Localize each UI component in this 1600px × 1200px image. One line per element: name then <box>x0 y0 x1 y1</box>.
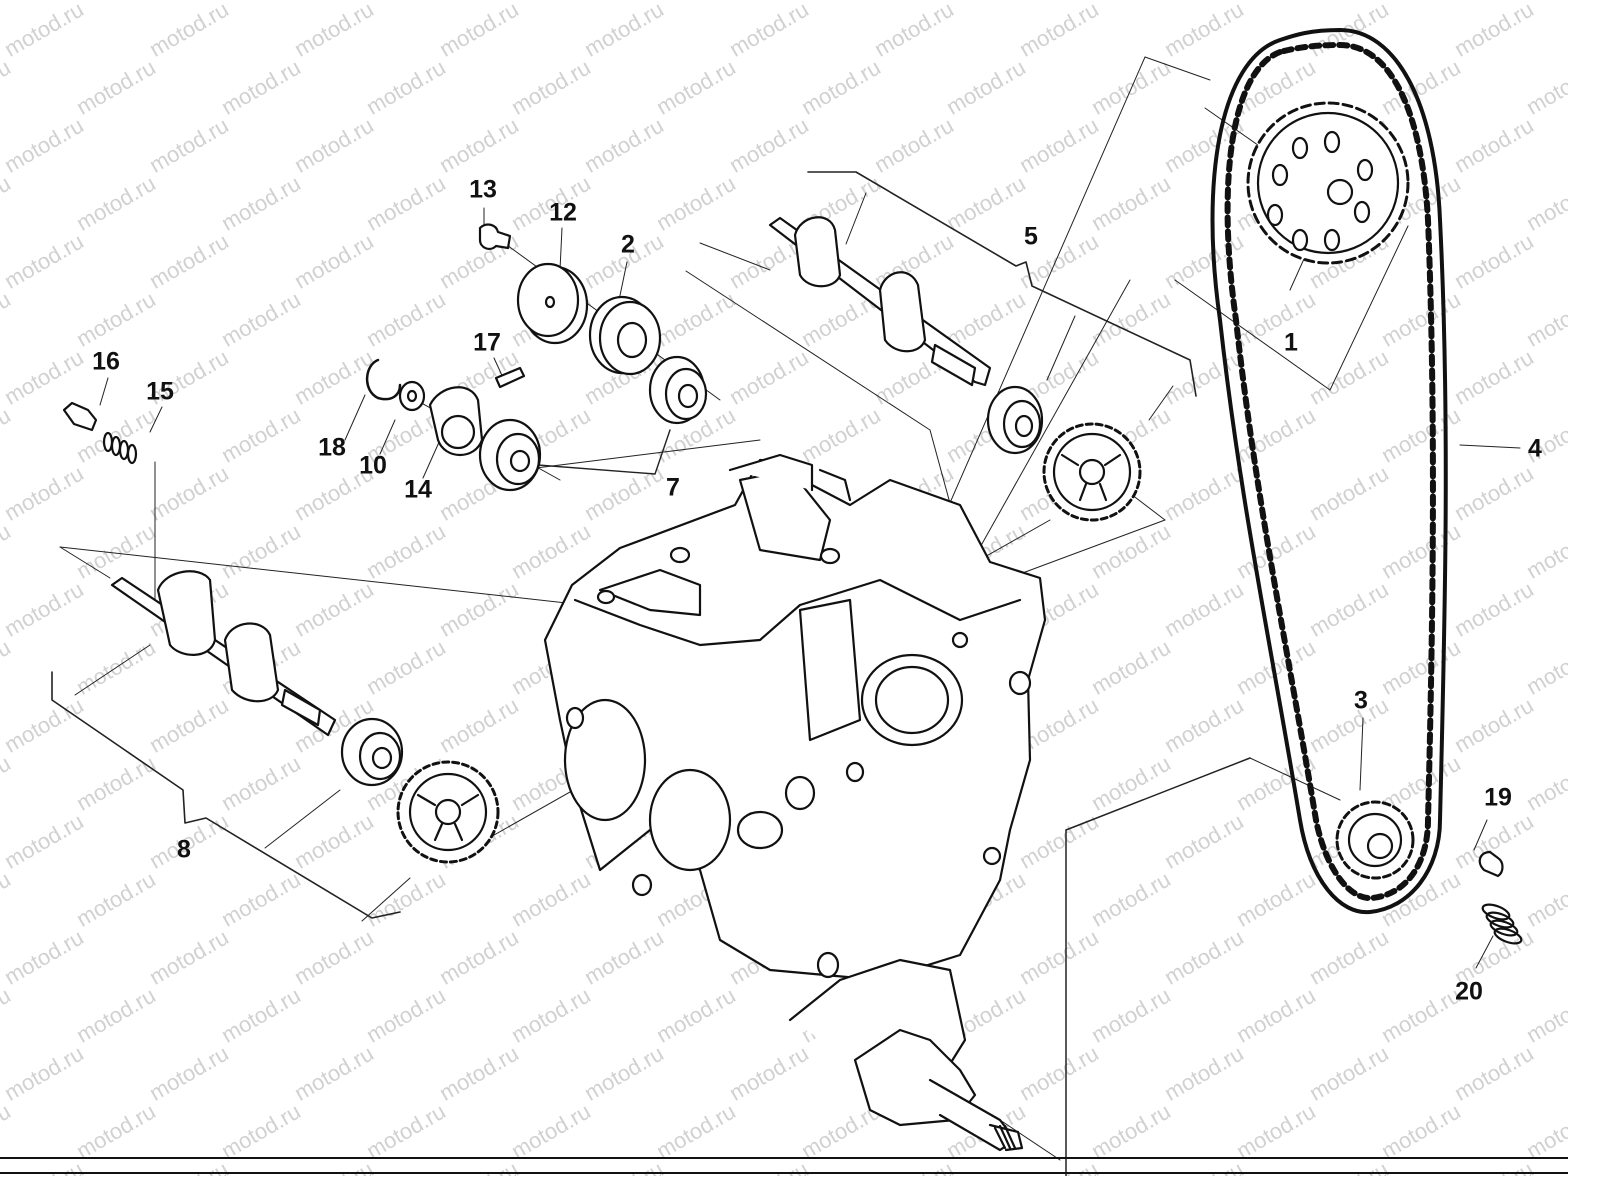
callout-13: 13 <box>469 175 497 204</box>
callout-8: 8 <box>177 835 191 864</box>
crankshaft-end <box>788 958 1024 1152</box>
intake-cam-sprocket <box>1042 422 1142 522</box>
callout-18: 18 <box>318 433 346 462</box>
callout-20: 20 <box>1455 977 1483 1006</box>
cylinder-head <box>543 453 1047 982</box>
bottom-rule-top <box>0 1157 1568 1159</box>
callout-10: 10 <box>359 451 387 480</box>
callout-1: 1 <box>1284 328 1298 357</box>
tensioner-spring <box>1481 903 1523 945</box>
timing-chain <box>1210 28 1448 915</box>
exhaust-cam-sprocket <box>396 760 500 864</box>
callout-2: 2 <box>621 230 635 259</box>
intake-camshaft <box>768 216 1044 455</box>
small-parts <box>62 223 708 492</box>
callout-16: 16 <box>92 347 120 376</box>
diagram-artwork <box>51 28 1523 1176</box>
callout-14: 14 <box>404 475 432 504</box>
callout-7: 7 <box>666 473 680 502</box>
callout-17: 17 <box>473 328 501 357</box>
callout-12: 12 <box>549 198 577 227</box>
callout-4: 4 <box>1528 434 1542 463</box>
callout-15: 15 <box>146 377 174 406</box>
callout-3: 3 <box>1354 686 1368 715</box>
exhaust-camshaft <box>110 570 404 787</box>
woodruff-key <box>1478 850 1504 878</box>
cam-drive-sprocket <box>1246 101 1410 265</box>
callout-5: 5 <box>1024 222 1038 251</box>
bottom-rule-bottom <box>0 1172 1568 1174</box>
callout-19: 19 <box>1484 783 1512 812</box>
crank-sprocket <box>1335 800 1415 880</box>
